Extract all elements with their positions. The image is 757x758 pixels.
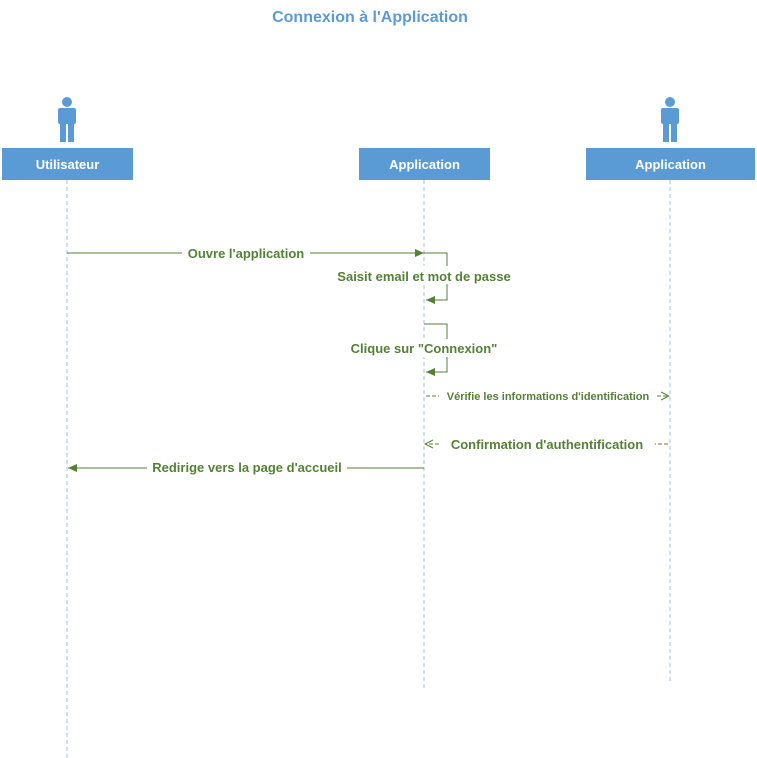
message-label: Clique sur "Connexion" (351, 341, 498, 356)
message-label: Redirige vers la page d'accueil (152, 460, 342, 475)
message-label: Vérifie les informations d'identificatio… (447, 391, 650, 403)
actor-figure-icon (661, 97, 679, 142)
participant-label: Application (635, 157, 706, 172)
message-saisit-email[interactable]: Saisit email et mot de passe (330, 252, 520, 304)
diagram-title: Connexion à l'Application (272, 9, 468, 26)
message-redirige-accueil[interactable]: Redirige vers la page d'accueil (68, 460, 424, 475)
message-label: Saisit email et mot de passe (337, 269, 510, 284)
participant-label: Application (389, 157, 460, 172)
actor-figure-icon (58, 97, 76, 142)
participant-application[interactable]: Application (359, 148, 490, 180)
message-confirmation-authentification[interactable]: Confirmation d'authentification (425, 437, 668, 452)
participant-application-2[interactable]: Application (586, 148, 755, 180)
participant-label: Utilisateur (36, 157, 100, 172)
message-verifie-informations[interactable]: Vérifie les informations d'identificatio… (426, 391, 669, 403)
message-ouvre-application[interactable]: Ouvre l'application (67, 246, 424, 261)
message-label: Confirmation d'authentification (451, 437, 643, 452)
participant-utilisateur[interactable]: Utilisateur (2, 148, 133, 180)
message-label: Ouvre l'application (188, 246, 305, 261)
message-clique-connexion[interactable]: Clique sur "Connexion" (343, 323, 505, 376)
